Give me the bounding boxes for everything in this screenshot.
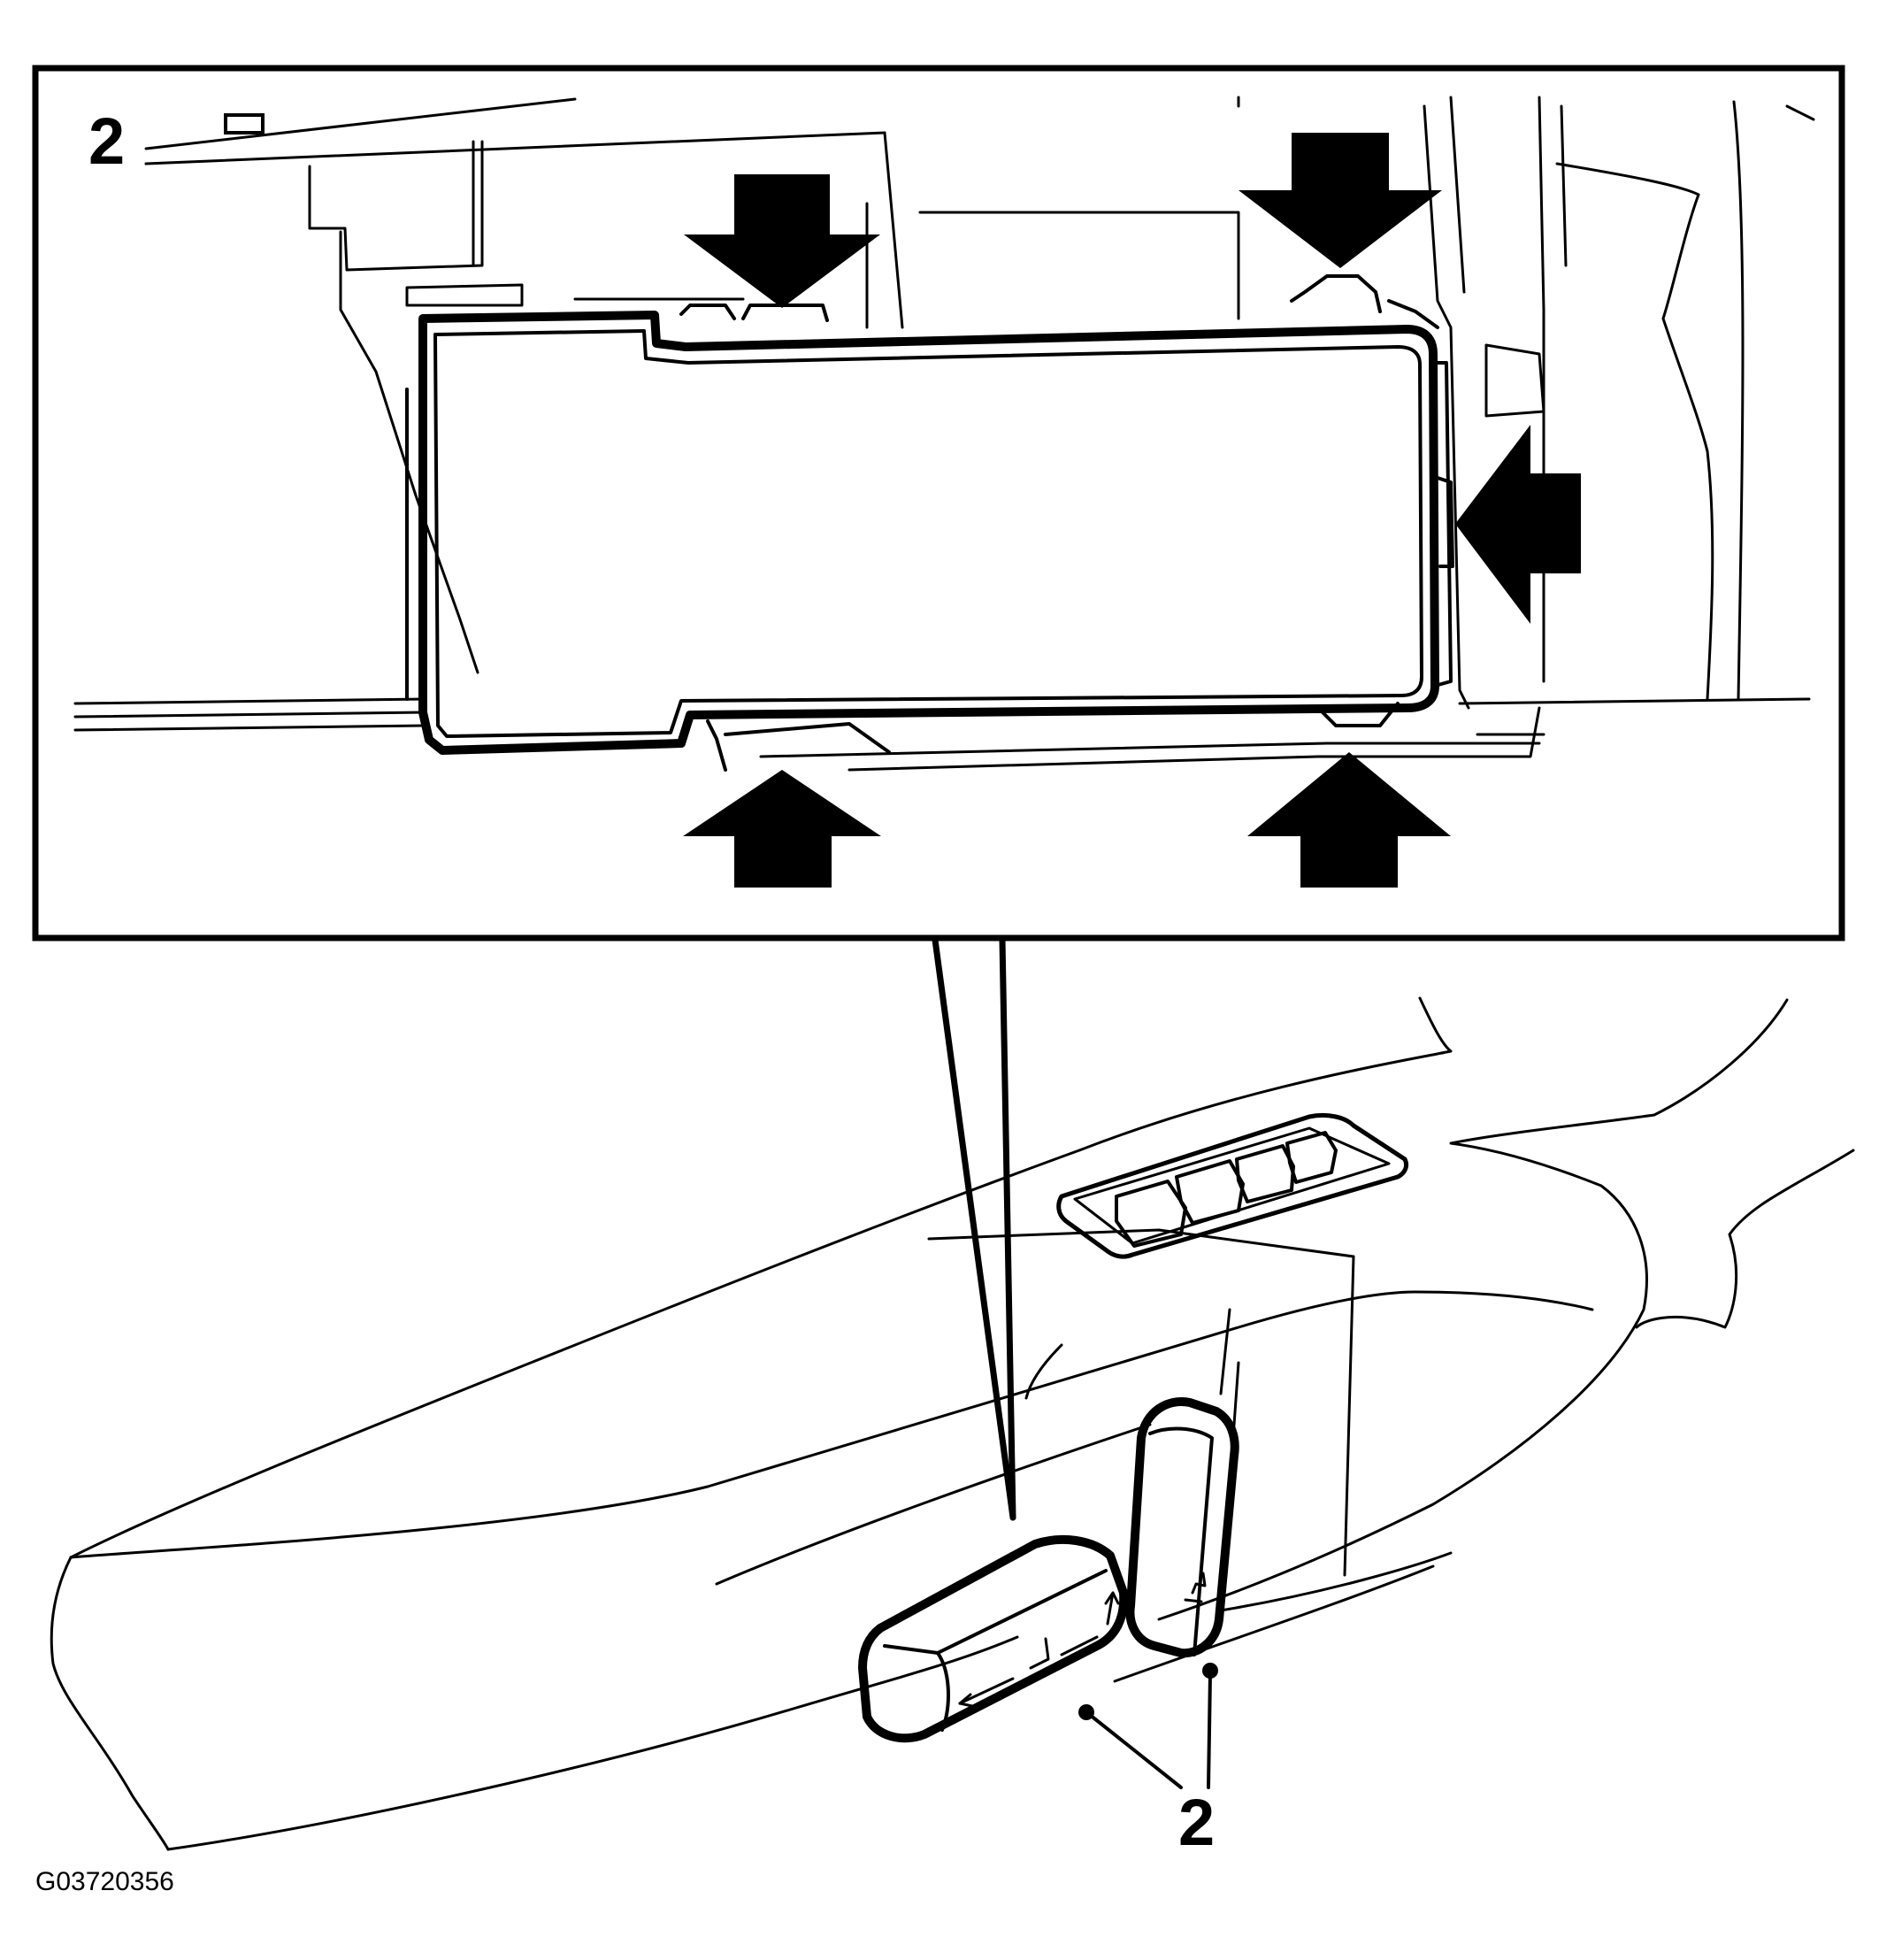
memory-button-3[interactable] xyxy=(1235,1144,1295,1203)
callout-leaders xyxy=(1078,1663,1218,1789)
memory-button-1[interactable] xyxy=(1115,1180,1187,1248)
seat-side-view xyxy=(50,996,1855,1851)
backrest-adjust-switch[interactable] xyxy=(1125,1397,1239,1658)
inset-connector-lines xyxy=(932,936,1016,1521)
memory-button-4[interactable] xyxy=(1285,1131,1338,1184)
inset-background-lines xyxy=(73,96,1815,772)
arrow-up-icon xyxy=(1247,752,1451,888)
inset-callout-label: 2 xyxy=(88,104,126,178)
seat-outline xyxy=(50,996,1855,1851)
memory-button-2[interactable] xyxy=(1175,1159,1245,1225)
arrow-left-icon xyxy=(1455,425,1581,624)
seat-adjust-switch[interactable] xyxy=(858,1534,1129,1743)
switch-panel xyxy=(405,274,1454,772)
figure-code: G03720356 xyxy=(35,1867,174,1896)
arrow-down-icon xyxy=(684,174,880,308)
main-callout-label: 2 xyxy=(1178,1786,1216,1859)
arrow-up-icon xyxy=(683,770,881,888)
arrow-down-icon xyxy=(1239,133,1442,268)
inset-clip-badge xyxy=(224,113,265,135)
detail-inset xyxy=(32,65,1845,942)
memory-switch-panel xyxy=(1056,1112,1409,1259)
